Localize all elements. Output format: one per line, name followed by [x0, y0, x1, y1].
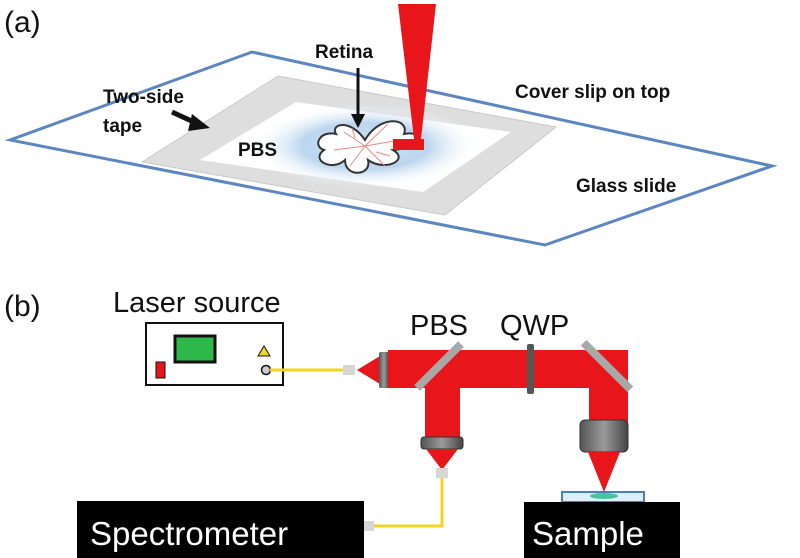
- spectrometer-box: [77, 501, 364, 558]
- panel-a-label: (a): [4, 6, 41, 39]
- qwp-label: QWP: [500, 310, 569, 342]
- laser-source-label: Laser source: [113, 287, 281, 319]
- output-fiber: [372, 478, 444, 528]
- retina-vessels: [333, 123, 401, 167]
- input-fiber-connector: [343, 365, 355, 375]
- spectrometer-label: Spectrometer: [90, 515, 288, 552]
- spectrometer-fiber-connector: [364, 521, 374, 531]
- panel-b: (b) Laser source PBS QWP: [4, 287, 680, 558]
- qwp-plate: [527, 344, 534, 394]
- sample-focus-cone: [588, 452, 620, 492]
- sample-label: Sample: [532, 515, 644, 552]
- pbs-label: PBS: [410, 310, 468, 342]
- spectrometer-coupling-lens: [420, 436, 464, 450]
- laser-power-switch: [155, 361, 166, 379]
- spectrometer-focus-cone: [426, 449, 458, 470]
- retina-sample: [317, 120, 419, 174]
- sample-tissue: [590, 493, 618, 499]
- output-fiber-connector: [436, 468, 448, 478]
- retina-label: Retina: [315, 42, 374, 63]
- laser-display-screen: [173, 334, 217, 364]
- sample-box: [524, 502, 680, 558]
- tape-label-line1: Two-side: [103, 87, 184, 108]
- laser-beam-cone: [398, 4, 436, 139]
- panel-b-label: (b): [4, 290, 41, 323]
- pbs-beamsplitter: [414, 341, 464, 391]
- tape-label-line2: tape: [103, 116, 142, 137]
- beam-spot: [393, 139, 424, 150]
- input-beam-cone: [357, 356, 380, 384]
- glass-slide-label: Glass slide: [576, 176, 676, 197]
- tape-arrow-head: [188, 114, 210, 131]
- panel-a: (a) Retina Two-side tape PBS Cover slip …: [4, 4, 778, 247]
- cover-slip-label: Cover slip on top: [515, 82, 670, 103]
- reflected-beam-down: [425, 383, 460, 443]
- laser-warning-icon: [257, 345, 271, 357]
- pbs-fluid-label: PBS: [238, 140, 277, 161]
- laser-output-port: [260, 364, 272, 376]
- retina-arrow-head: [351, 114, 365, 128]
- input-collimator: [379, 352, 389, 388]
- objective-lens: [579, 419, 629, 453]
- fold-mirror: [580, 339, 634, 393]
